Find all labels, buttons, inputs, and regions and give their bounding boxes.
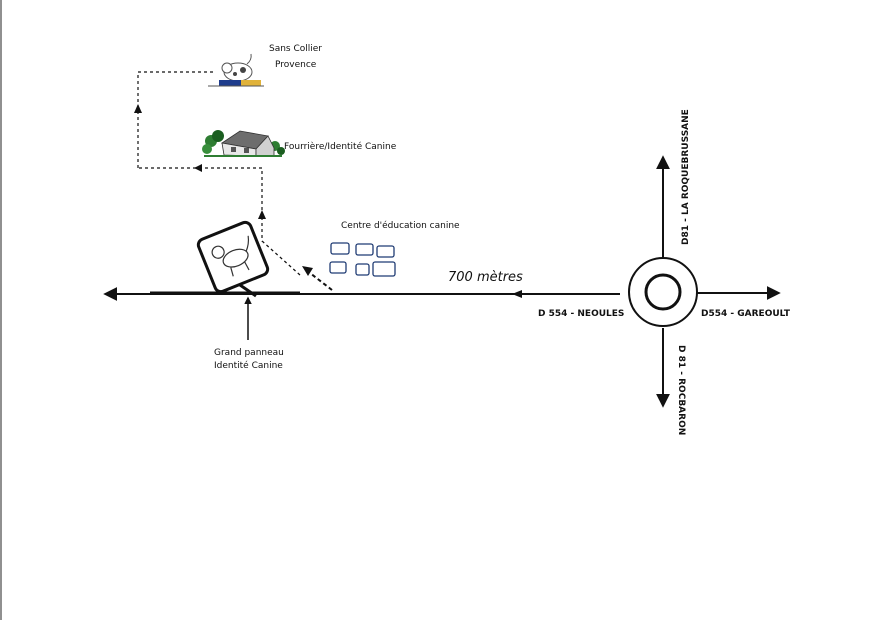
house-icon: [202, 130, 285, 157]
panneau-label-line1: Grand panneau: [214, 348, 284, 358]
route-arrow-up-2: [134, 104, 142, 113]
distance-label: 700 mètres: [448, 270, 523, 285]
sans-collier-label-line2: Provence: [275, 60, 317, 70]
route-dashed-path: [137, 71, 301, 276]
road-label-north: D81 - LA ROQUEBRUSSANE: [681, 109, 691, 245]
building-block-icon: [329, 242, 396, 277]
road-arrow-mark: [512, 290, 522, 298]
roundabout-icon: [628, 257, 698, 327]
dog-kennel-icon: [208, 53, 264, 87]
road-label-south: D 81 - ROCBARON: [676, 345, 686, 435]
education-label: Centre d'éducation canine: [341, 220, 460, 231]
fourriere-label: Fourrière/Identité Canine: [284, 141, 397, 152]
route-arrow-up-1: [258, 210, 266, 219]
dog-sign-icon: [196, 220, 270, 298]
route-arrow-left: [194, 164, 202, 172]
road-label-east: D554 - GAREOULT: [701, 309, 791, 319]
road-label-west: D 554 - NEOULES: [538, 309, 624, 319]
panneau-label-line2: Identité Canine: [214, 360, 283, 371]
education-dashed-arrow: [302, 266, 333, 291]
main-road: [103, 287, 620, 301]
sans-collier-label-line1: Sans Collier: [269, 44, 322, 54]
